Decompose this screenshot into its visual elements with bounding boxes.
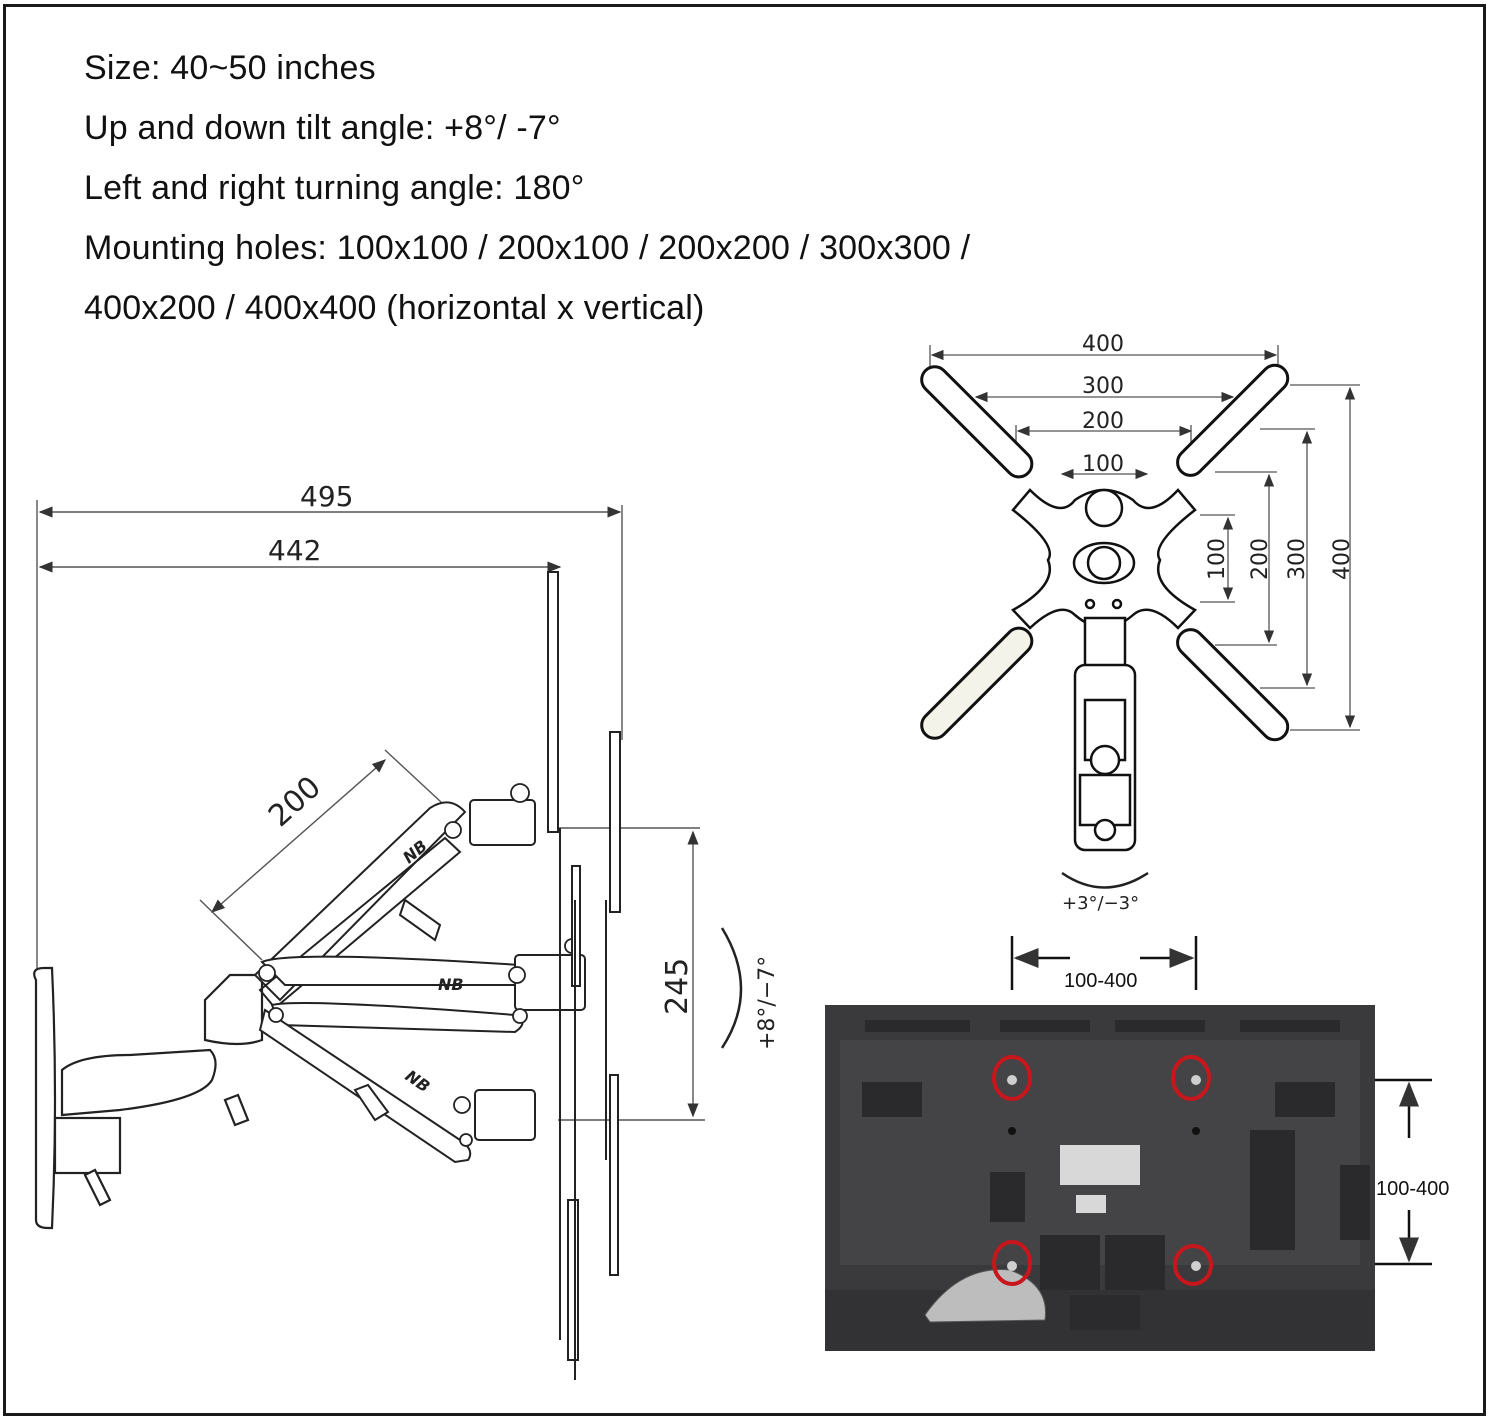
svg-text:NB: NB: [438, 975, 464, 994]
spec-mounting-holes: Mounting holes: 100x100 / 200x100 / 200x…: [84, 229, 971, 267]
vesa-dim-h-200: 200: [1082, 409, 1124, 434]
vesa-dim-h-400: 400: [1082, 332, 1124, 357]
vesa-dim-h-300: 300: [1082, 374, 1124, 399]
vesa-dim-h-100: 100: [1082, 452, 1124, 477]
spec-turning-angle: Left and right turning angle: 180°: [84, 169, 585, 207]
spec-mounting-holes-cont: 400x200 / 400x400 (horizontal x vertical…: [84, 289, 705, 327]
dim-depth: 442: [268, 534, 322, 567]
swivel-range-label: +3°/−3°: [1062, 893, 1140, 914]
dim-total-depth: 495: [300, 480, 354, 513]
tv-horizontal-range: 100-400: [1064, 970, 1138, 992]
spec-size: Size: 40~50 inches: [84, 49, 376, 87]
spec-tilt-angle: Up and down tilt angle: +8°/ -7°: [84, 109, 561, 147]
tv-vertical-range: 100-400: [1376, 1178, 1450, 1200]
spec-list: Size: 40~50 inches Up and down tilt angl…: [84, 38, 970, 338]
